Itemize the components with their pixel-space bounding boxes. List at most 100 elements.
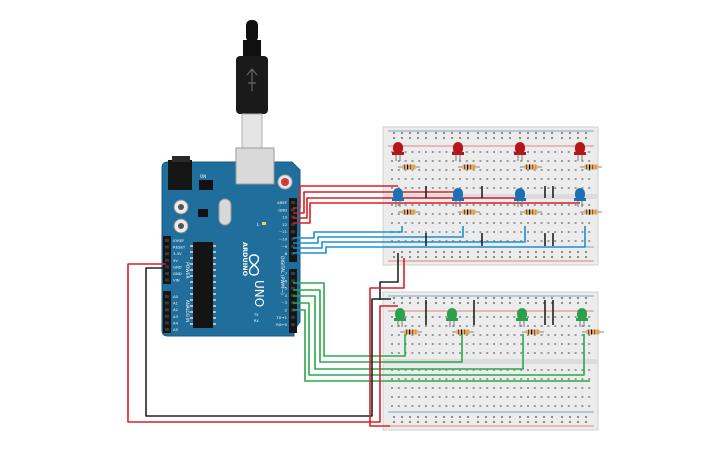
grid-hole[interactable] — [513, 213, 516, 215]
grid-hole[interactable] — [479, 396, 482, 398]
grid-hole[interactable] — [479, 405, 482, 407]
breadboard-bottom[interactable] — [382, 291, 599, 431]
grid-hole[interactable] — [506, 169, 509, 171]
grid-hole[interactable] — [567, 387, 570, 389]
resistor-blue-3[interactable] — [520, 209, 542, 215]
grid-hole[interactable] — [533, 325, 536, 327]
rail-hole[interactable] — [401, 416, 403, 418]
header-socket[interactable] — [291, 244, 295, 248]
grid-hole[interactable] — [438, 213, 441, 215]
grid-hole[interactable] — [459, 396, 461, 398]
rail-hole[interactable] — [569, 251, 571, 253]
grid-hole[interactable] — [404, 187, 407, 189]
grid-hole[interactable] — [527, 151, 529, 153]
grid-hole[interactable] — [459, 231, 461, 233]
grid-hole[interactable] — [561, 222, 563, 224]
rail-hole[interactable] — [577, 256, 579, 258]
grid-hole[interactable] — [438, 204, 441, 206]
grid-hole[interactable] — [493, 231, 495, 233]
grid-hole[interactable] — [567, 213, 570, 215]
rail-hole[interactable] — [477, 251, 479, 253]
grid-hole[interactable] — [581, 178, 584, 180]
grid-hole[interactable] — [513, 396, 516, 398]
grid-hole[interactable] — [465, 160, 468, 162]
rail-hole[interactable] — [425, 251, 427, 253]
rail-hole[interactable] — [443, 421, 445, 423]
wire-green-pin2[interactable] — [293, 302, 585, 376]
grid-hole[interactable] — [574, 231, 577, 233]
grid-hole[interactable] — [588, 169, 591, 171]
rail-hole[interactable] — [401, 421, 403, 423]
grid-hole[interactable] — [472, 352, 475, 354]
grid-hole[interactable] — [540, 378, 543, 380]
rail-hole[interactable] — [467, 302, 469, 304]
grid-hole[interactable] — [493, 334, 495, 336]
rail-hole[interactable] — [477, 416, 479, 418]
grid-hole[interactable] — [445, 396, 448, 398]
rail-hole[interactable] — [501, 421, 503, 423]
led-blue-2[interactable] — [452, 188, 464, 207]
rail-hole[interactable] — [477, 256, 479, 258]
grid-hole[interactable] — [506, 378, 509, 380]
grid-hole[interactable] — [513, 334, 516, 336]
grid-hole[interactable] — [581, 387, 584, 389]
rail-hole[interactable] — [543, 132, 545, 134]
grid-hole[interactable] — [431, 222, 434, 224]
grid-hole[interactable] — [486, 222, 489, 224]
rail-hole[interactable] — [585, 421, 587, 423]
grid-hole[interactable] — [561, 405, 563, 407]
wire-top-jumpers[interactable] — [425, 186, 554, 198]
rail-hole[interactable] — [451, 421, 453, 423]
led-green-2[interactable] — [446, 308, 458, 327]
wire-blue-pin7[interactable] — [293, 226, 526, 249]
grid-hole[interactable] — [493, 187, 495, 189]
grid-hole[interactable] — [472, 178, 475, 180]
rail-hole[interactable] — [585, 251, 587, 253]
rail-hole[interactable] — [585, 256, 587, 258]
grid-hole[interactable] — [479, 160, 482, 162]
grid-hole[interactable] — [411, 396, 414, 398]
grid-hole[interactable] — [425, 231, 427, 233]
header-socket[interactable] — [291, 279, 295, 283]
grid-hole[interactable] — [567, 352, 570, 354]
grid-hole[interactable] — [547, 222, 550, 224]
rail-hole[interactable] — [519, 132, 521, 134]
grid-hole[interactable] — [499, 334, 502, 336]
grid-hole[interactable] — [411, 316, 414, 318]
rail-hole[interactable] — [543, 421, 545, 423]
rail-hole[interactable] — [493, 421, 495, 423]
grid-hole[interactable] — [540, 334, 543, 336]
grid-hole[interactable] — [554, 369, 557, 371]
grid-hole[interactable] — [397, 343, 400, 345]
grid-hole[interactable] — [452, 213, 455, 215]
grid-hole[interactable] — [547, 187, 550, 189]
grid-hole[interactable] — [499, 396, 502, 398]
grid-hole[interactable] — [404, 387, 407, 389]
grid-hole[interactable] — [397, 378, 400, 380]
grid-hole[interactable] — [397, 222, 400, 224]
rail-hole[interactable] — [535, 416, 537, 418]
grid-hole[interactable] — [499, 325, 502, 327]
grid-hole[interactable] — [520, 343, 523, 345]
grid-hole[interactable] — [554, 187, 557, 189]
grid-hole[interactable] — [513, 187, 516, 189]
wire-red-pin11[interactable] — [293, 197, 521, 219]
grid-hole[interactable] — [431, 405, 434, 407]
grid-hole[interactable] — [452, 369, 455, 371]
rail-hole[interactable] — [467, 132, 469, 134]
rail-hole[interactable] — [519, 302, 521, 304]
grid-hole[interactable] — [459, 378, 461, 380]
grid-hole[interactable] — [418, 213, 421, 215]
grid-hole[interactable] — [479, 352, 482, 354]
grid-hole[interactable] — [493, 169, 495, 171]
grid-hole[interactable] — [561, 213, 563, 215]
grid-hole[interactable] — [438, 187, 441, 189]
grid-hole[interactable] — [588, 343, 591, 345]
grid-hole[interactable] — [404, 169, 407, 171]
rail-hole[interactable] — [409, 416, 411, 418]
header-socket[interactable] — [165, 252, 169, 256]
grid-hole[interactable] — [445, 204, 448, 206]
grid-hole[interactable] — [554, 213, 557, 215]
rail-hole[interactable] — [417, 132, 419, 134]
grid-hole[interactable] — [540, 160, 543, 162]
